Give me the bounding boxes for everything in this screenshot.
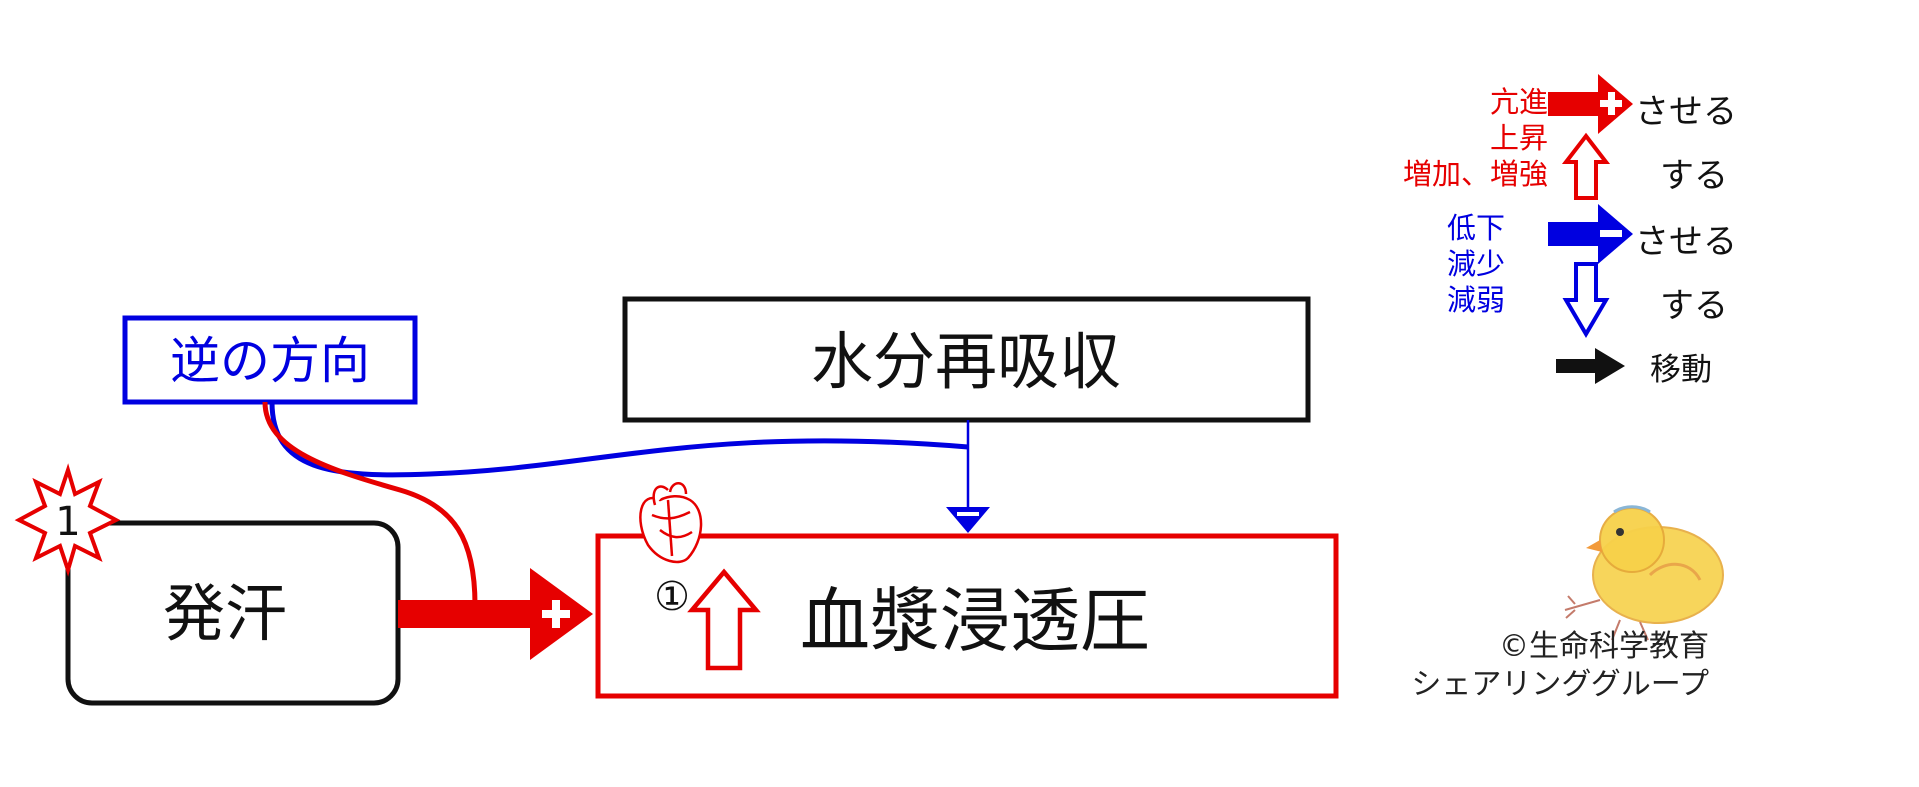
chick-illustration xyxy=(1564,505,1724,641)
water-reabsorption-node[interactable]: 水分再吸収 xyxy=(622,296,1311,423)
legend-term-rise: 上昇 xyxy=(1489,121,1548,155)
reverse-direction-node[interactable]: 逆の方向 xyxy=(122,315,418,405)
legend-move-label: 移動 xyxy=(1650,352,1712,388)
sweating-node[interactable]: 発汗 xyxy=(65,520,401,706)
legend-term-hyperfunction: 亢進 xyxy=(1489,85,1548,119)
plasma-osmotic-pressure-label: 血漿浸透圧 xyxy=(800,580,1150,662)
inhibit-arrow-water-to-plasma xyxy=(946,420,990,533)
legend-term-reduction: 減少 xyxy=(1446,247,1505,281)
water-reabsorption-label: 水分再吸収 xyxy=(811,325,1121,398)
red-reverse-connector xyxy=(262,401,478,606)
copyright-block: ©生命科学教育 シェアリンググループ xyxy=(1411,628,1709,704)
legend-term-weakening: 減弱 xyxy=(1446,283,1505,317)
legend-term-increase: 増加、増強 xyxy=(1402,157,1548,191)
legend-increase-terms: 亢進 上昇 増加、増強 xyxy=(1403,84,1548,192)
copyright-line-2: シェアリンググループ xyxy=(1411,667,1709,702)
heart-icon xyxy=(639,482,703,564)
increase-arrow-icon xyxy=(687,568,761,671)
legend-increase-arrow xyxy=(1561,132,1611,200)
promote-arrow-sweating-to-plasma xyxy=(398,568,593,660)
step-marker: ① xyxy=(654,574,690,620)
legend-decrease-arrow xyxy=(1562,262,1610,338)
legend-inhibit-arrow xyxy=(1548,204,1633,264)
legend-promote-verb: させる xyxy=(1635,92,1737,132)
legend-term-decline: 低下 xyxy=(1446,211,1505,245)
sweating-label: 発汗 xyxy=(163,577,287,650)
legend-move-arrow xyxy=(1556,348,1625,384)
legend-inhibit-verb: させる xyxy=(1635,222,1737,262)
copyright-line-1: ©生命科学教育 xyxy=(1499,629,1709,664)
legend-promote-arrow xyxy=(1548,74,1633,134)
blue-reverse-connector xyxy=(269,401,969,478)
legend-decrease-terms: 低下 減少 減弱 xyxy=(1447,210,1505,318)
star-badge-number: 1 xyxy=(55,499,80,545)
reverse-direction-label: 逆の方向 xyxy=(170,332,370,390)
star-burst-icon: 1 xyxy=(14,463,121,577)
legend-decrease-verb: する xyxy=(1660,286,1728,326)
legend-increase-verb: する xyxy=(1660,156,1728,196)
